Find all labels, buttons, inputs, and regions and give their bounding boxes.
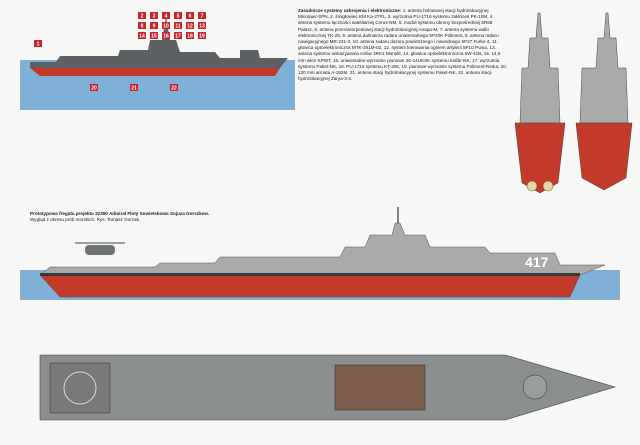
callout-markers: 2 3 4 5 6 7 8 9 10 11 12 13 14 15 16 17 18 19 1 20 21 22 [34, 12, 206, 92]
description-item: 12. system kierowania ogniem artylerii 5… [382, 45, 489, 51]
description-item: 7. antena systemu walki elektronicznej T… [298, 26, 489, 38]
small-side-profile: 2 3 4 5 6 7 8 9 10 11 12 13 14 15 16 17 18 19 1 20 21 22 [20, 12, 295, 110]
rear-view [575, 12, 633, 191]
callout-marker [198, 22, 206, 29]
callout-marker [162, 12, 170, 19]
callout-marker [186, 32, 194, 39]
callout-marker [198, 12, 206, 19]
callout-label: 13 [199, 24, 205, 30]
description-item: 17. wyrzutnia systemu Paket-NK, [298, 57, 500, 69]
callout-marker [138, 12, 146, 19]
callout-label: 12 [187, 24, 193, 30]
callout-marker [174, 32, 182, 39]
callout-marker [34, 40, 42, 47]
callout-marker [170, 84, 178, 91]
callout-marker [174, 22, 182, 29]
gun-turret [522, 374, 548, 400]
description-item: 18. PU-1716 systemu KT-308, [337, 63, 401, 69]
hull-number: 417 [525, 254, 549, 270]
description-item: 6. antena przeciwtorpedowej stacji hydro… [313, 26, 439, 32]
callout-label: 11 [175, 24, 181, 30]
callout-label: 19 [199, 34, 205, 40]
callout-marker [186, 22, 194, 29]
callout-marker [150, 32, 158, 39]
callout-label: 16 [163, 34, 169, 40]
rear-hull-red [575, 122, 633, 191]
helideck-circle [63, 371, 97, 405]
description-list: 1. antena holowanej stacji hydrolokacyjn… [298, 8, 507, 81]
small-red-hull [30, 68, 280, 76]
caption-title: Prototypowa fregata projektu 22350 Admir… [30, 211, 210, 216]
callout-label: 7 [201, 14, 204, 20]
description-item: 3. wyrzutnia PU-1716 systemu zakłóceń PK… [386, 14, 489, 20]
callout-marker [150, 12, 158, 19]
description-item: 10. antena radaru dozoru powietrznego i … [351, 39, 491, 45]
callout-marker [198, 32, 206, 39]
callout-label: 2 [141, 14, 144, 20]
callout-label: 3 [153, 14, 156, 20]
description-item: 4. antena systemu łączności satelitarnej… [298, 14, 494, 26]
figure-caption: Prototypowa fregata projektu 22350 Admir… [30, 211, 210, 223]
callout-marker [90, 84, 98, 91]
description-item: 22. antena stacji hydrolokacyjnej Zarya-… [298, 70, 492, 82]
small-hull [30, 28, 288, 68]
deck-plan-view [39, 354, 617, 421]
caption-subtitle: Wygląd z okresu prób morskich. Rys. Toma… [30, 217, 141, 223]
large-hull-red [39, 274, 581, 298]
callout-label: 18 [187, 34, 193, 40]
callout-marker [138, 32, 146, 39]
large-hull-upper [39, 222, 606, 276]
description-item: 16. uniwersalne wyrzutnie pionowe 3S-14U… [331, 57, 471, 63]
front-propeller-right [542, 180, 554, 192]
description-heading: Zasadnicze systemy uzbrojenia i elektron… [298, 8, 402, 13]
deck-outline [39, 354, 617, 421]
description-item: 1. antena holowanej stacji hydrolokacyjn… [298, 8, 489, 20]
rear-superstructure [579, 12, 629, 124]
large-waterline [40, 273, 580, 276]
callout-marker [186, 12, 194, 19]
large-side-profile: 417 [20, 207, 620, 300]
callout-marker [138, 22, 146, 29]
description-item: 8. antena dalmierza radaru uniwersalnego… [341, 32, 464, 38]
description-item: 19. pionowe wyrzutnie systemu Poliment-R… [400, 63, 500, 69]
description-item: 13. antena systemu wskazywania celów 3RK… [298, 45, 496, 57]
deck-brown-area [334, 364, 426, 411]
description-item: 9. antena radaru nawigacyjnego MR-231-3, [298, 32, 499, 45]
callout-label: 22 [171, 86, 177, 92]
callout-label: 17 [175, 34, 181, 40]
callout-label: 4 [165, 14, 168, 20]
callout-marker [150, 22, 158, 29]
front-view [514, 12, 566, 194]
description-item: 21. antena stacji hydrolokacyjnej system… [348, 70, 457, 76]
description-item: 15. 14,5 mm wkm KPWT, [298, 51, 501, 63]
callout-label: 6 [189, 14, 192, 20]
callout-label: 1 [37, 42, 40, 48]
callout-label: 15 [151, 34, 157, 40]
front-propeller-left [526, 180, 538, 192]
callout-marker [174, 12, 182, 19]
description-item: 5. moduł systemu obrony bezpośredniej 5R… [298, 20, 493, 32]
callout-marker [162, 22, 170, 29]
description-item: 2. śmigłowiec KM Ka-27PL, [328, 14, 387, 20]
helicopter-icon [75, 242, 125, 255]
front-rear-views [514, 12, 633, 194]
callout-marker [130, 84, 138, 91]
callout-label: 8 [141, 24, 144, 30]
callout-marker [162, 32, 170, 39]
helideck [49, 362, 111, 414]
callout-label: 5 [177, 14, 180, 20]
callout-label: 21 [131, 86, 137, 92]
callout-label: 20 [91, 86, 97, 92]
callout-label: 9 [153, 24, 156, 30]
description-item: 11. głowica optoelektroniczna MTK-201M-0… [298, 39, 498, 51]
callout-label: 10 [163, 24, 169, 30]
description-text: Zasadnicze systemy uzbrojenia i elektron… [298, 8, 508, 82]
description-item: 20. 130 mm armata A-192M, [298, 63, 508, 76]
front-hull-red [514, 122, 566, 194]
description-item: 14. głowica optoelektroniczna 5W-41B, [401, 51, 483, 57]
callout-label: 14 [139, 34, 145, 40]
front-superstructure [519, 12, 561, 124]
